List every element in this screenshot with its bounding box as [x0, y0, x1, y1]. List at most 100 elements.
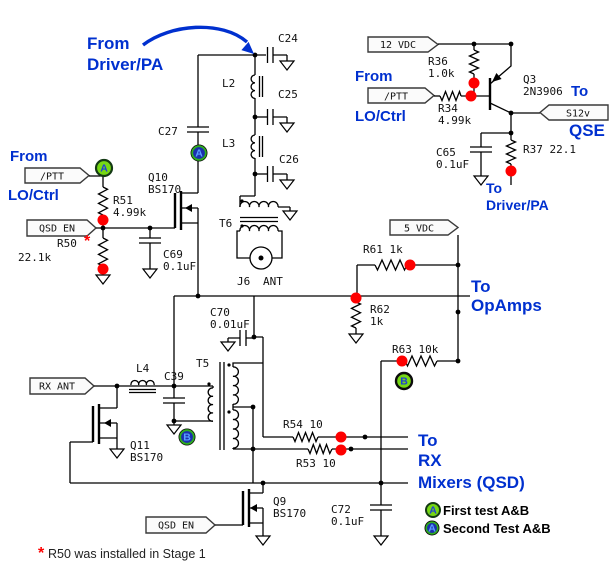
resistor-r50 — [97, 237, 109, 267]
label-c24: C24 — [278, 32, 298, 45]
core-l3 — [258, 136, 264, 157]
label-l4: L4 — [136, 362, 150, 375]
label-t5: T5 — [196, 357, 209, 370]
junction-dot — [362, 434, 368, 440]
junction-dot — [100, 225, 106, 231]
wire — [69, 441, 93, 483]
cap-c69 — [139, 237, 161, 244]
from-driver-pa-arrow — [141, 25, 249, 47]
ground-icon — [347, 333, 365, 344]
net-tag-rx-ant-label: RX ANT — [39, 382, 75, 393]
label-r54: R54 10 — [283, 418, 323, 431]
annotation-to-qse-1: To — [571, 83, 588, 100]
net-tag-12vdc-label: 12 VDC — [380, 40, 416, 51]
net-tag-5vdc — [389, 219, 460, 236]
label-q9-part: BS170 — [273, 507, 306, 520]
ground-icon — [108, 448, 126, 459]
phase-dot — [207, 382, 211, 386]
junction-dot — [147, 225, 153, 231]
red-test-dot — [335, 444, 347, 456]
resistor-r51 — [97, 186, 109, 216]
red-test-dot — [97, 263, 109, 275]
label-r62: R62 — [370, 303, 390, 316]
label-r34: R34 — [438, 102, 458, 115]
label-r63: R63 10k — [392, 343, 439, 356]
junction-dot — [195, 293, 201, 299]
label-c27: C27 — [158, 125, 178, 138]
legend-second-test-label: Second Test A&B — [443, 521, 551, 536]
wire — [89, 175, 104, 187]
resistor-r54 — [292, 430, 319, 444]
marker-circle — [394, 371, 414, 391]
phase-dot — [227, 363, 231, 367]
red-test-dot — [396, 355, 408, 367]
cap-c27 — [187, 126, 209, 133]
ground-icon — [278, 60, 296, 71]
net-tag-ptt-right-label: /PTT — [384, 92, 408, 103]
junction-dot — [260, 480, 266, 486]
wire — [273, 54, 288, 61]
resistor-r62 — [349, 301, 363, 329]
inductor-l3 — [250, 134, 256, 160]
junction-dot — [114, 383, 120, 389]
ground-icon — [278, 179, 296, 190]
annotation-to-opamps-2: OpAmps — [471, 296, 542, 315]
marker-letter: A — [428, 522, 436, 534]
q10-switch-section: Q10 BS170 /PTT R51 4.99k QSD EN R50 * 22… — [18, 167, 199, 296]
junction-dot — [455, 358, 461, 364]
label-c72-value: 0.1uF — [331, 515, 364, 528]
annotation-to-driver-pa-2: Driver/PA — [486, 197, 549, 213]
net-tag-ptt-right — [367, 87, 436, 104]
core-l4 — [129, 388, 156, 394]
label-t6: T6 — [219, 217, 232, 230]
annotation-to-opamps-1: To — [471, 277, 491, 296]
annotation-from-lo-ctrl-right-2: LO/Ctrl — [355, 108, 406, 125]
label-c25: C25 — [278, 88, 298, 101]
label-j6: J6 — [237, 275, 250, 288]
net-tag-5vdc-label: 5 VDC — [404, 224, 434, 235]
resistor-r36 — [467, 49, 481, 75]
transformer-t5-secondary-top — [232, 366, 239, 405]
junction-dot — [455, 309, 461, 315]
net-tag-s12v-label: S12v — [566, 109, 590, 120]
wire — [174, 385, 214, 388]
label-q3-part: 2N3906 — [523, 85, 563, 98]
annotation-from-lo-ctrl-right-1: From — [355, 68, 393, 85]
junction-dot — [252, 171, 258, 177]
legend-second-test-icon: A — [424, 520, 440, 536]
junction-dot — [348, 446, 354, 452]
ground-icon — [281, 210, 299, 221]
marker-circle — [425, 521, 439, 535]
footnote: * R50 was installed in Stage 1 — [38, 545, 206, 562]
junction-dot — [171, 418, 177, 424]
core-l2 — [258, 76, 264, 97]
marker-letter: A — [195, 148, 203, 160]
red-test-dot — [404, 259, 416, 271]
wire — [253, 296, 264, 363]
junction-dot — [508, 41, 514, 47]
legend: A First test A&B A Second Test A&B — [424, 502, 551, 536]
test-marker-b-first: B — [394, 371, 414, 391]
label-r62-value: 1k — [370, 315, 384, 328]
label-r50-value: 22.1k — [18, 251, 51, 264]
inductor-l4 — [130, 379, 155, 386]
wire — [239, 55, 256, 207]
resistor-r37 — [504, 139, 518, 165]
label-l2: L2 — [222, 77, 235, 90]
annotation-from-driver-pa-2: Driver/PA — [87, 55, 163, 74]
ground-icon — [219, 341, 237, 352]
net-tag-rx-ant — [29, 377, 96, 395]
label-r53: R53 10 — [296, 457, 336, 470]
annotation-to-driver-pa-1: To — [486, 180, 502, 196]
label-r36: R36 — [428, 55, 448, 68]
core-t5 — [219, 362, 225, 450]
red-test-dot — [335, 431, 347, 443]
annotation-from-lo-ctrl-left-1: From — [10, 148, 48, 165]
red-test-dot — [468, 77, 480, 89]
transformer-t6-secondary — [239, 224, 279, 232]
label-r37: R37 22.1 — [523, 143, 576, 156]
net-tag-ptt-left — [24, 167, 91, 184]
junction-dot — [471, 41, 477, 47]
mosfet-q11-leads — [99, 386, 118, 449]
annotation-to-rx-mixers-3: Mixers (QSD) — [418, 473, 525, 492]
